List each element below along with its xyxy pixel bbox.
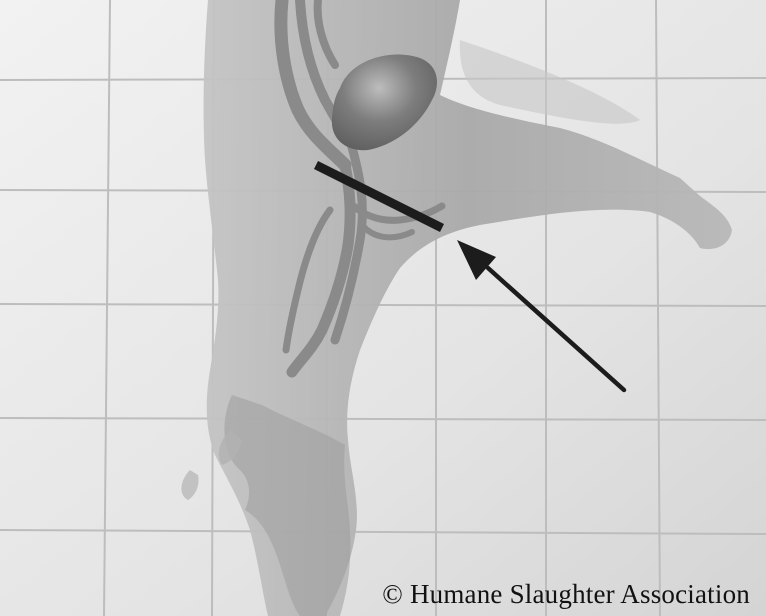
copyright-credit: © Humane Slaughter Association <box>382 579 750 610</box>
